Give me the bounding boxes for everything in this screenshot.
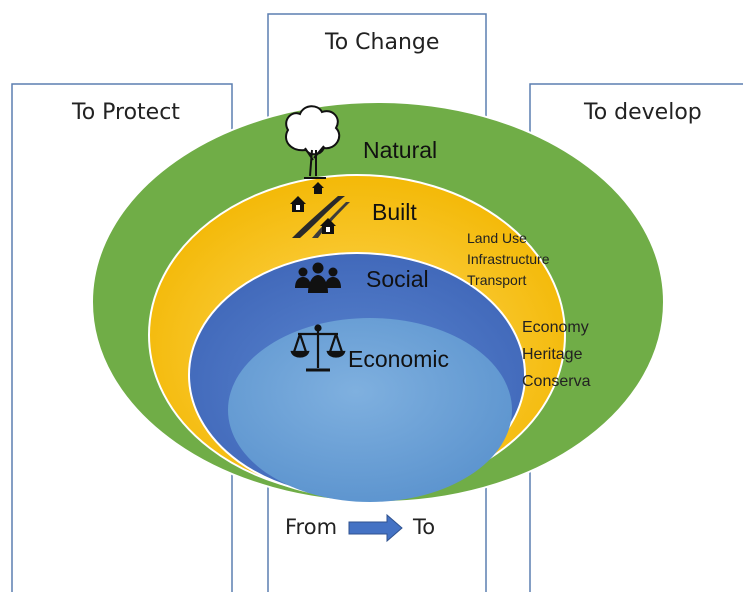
built-note-item: Transport [467, 272, 527, 288]
built-note-item: Infrastructure [467, 251, 550, 267]
houses-road-icon [290, 182, 350, 238]
to-label: To [413, 515, 436, 539]
economic-note-item: Heritage [522, 346, 583, 363]
to-protect-title: To Protect [72, 100, 180, 125]
built-label: Built [372, 199, 417, 225]
to-develop-title: To develop [584, 100, 702, 125]
tree-icon [285, 105, 341, 179]
economic-note-item: Economy [522, 319, 589, 336]
to-change-title: To Change [325, 30, 440, 55]
from-label: From [285, 515, 338, 539]
built-note-item: Land Use [467, 230, 527, 246]
right-arrow-icon [348, 513, 403, 543]
balance-scale-icon [290, 324, 346, 372]
built-notes: Land Use Infrastructure Transport [467, 228, 549, 291]
social-label: Social [366, 266, 429, 292]
natural-label: Natural [363, 137, 438, 163]
economic-notes: Economy Heritage Conserva [522, 314, 590, 395]
people-group-icon [295, 262, 341, 293]
economic-note-item: Conserva [522, 373, 591, 390]
economic-ellipse [228, 318, 512, 502]
economic-label: Economic [348, 346, 449, 372]
